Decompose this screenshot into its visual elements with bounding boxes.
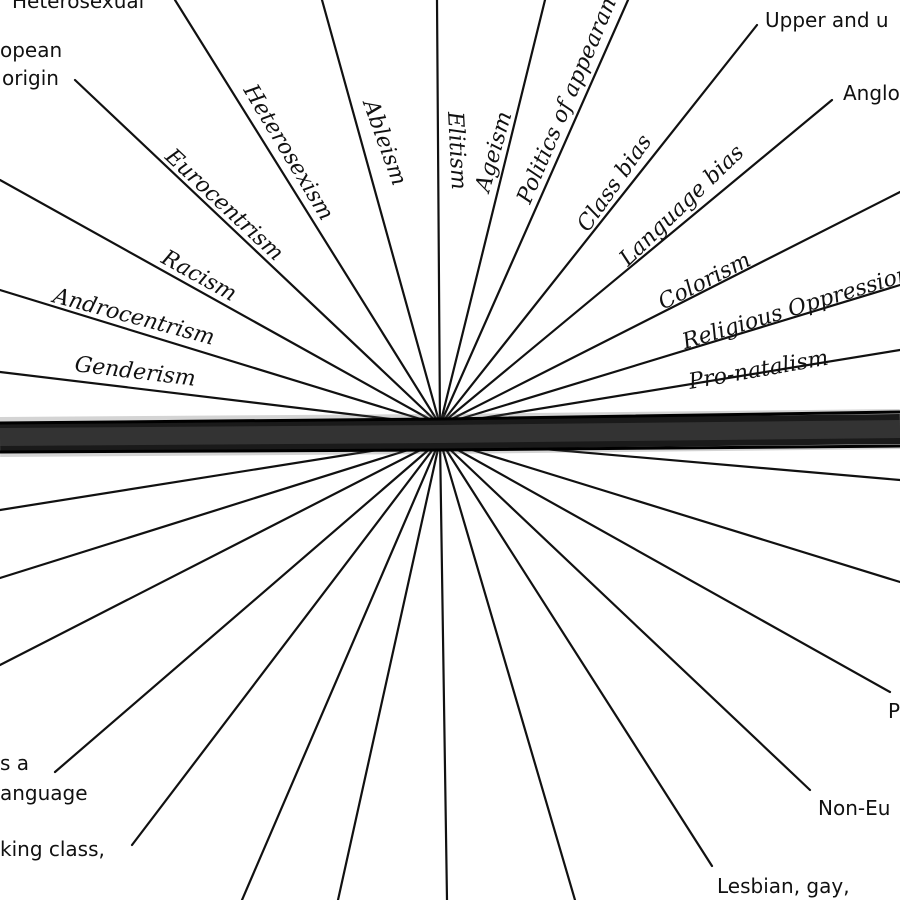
spoke [438,438,714,868]
spoke [438,438,900,584]
spoke [0,178,442,427]
spoke [438,438,812,792]
spoke [130,438,442,847]
spoke-label: Eurocentrism [159,143,288,266]
spoke [0,288,442,427]
end-label: P [888,699,900,723]
spoke [320,0,442,427]
spoke-label: Ableism [357,95,412,189]
spoke [435,0,442,427]
end-label: king class, [0,837,105,861]
spoke-label: Ageism [470,109,517,197]
end-label: Non-Eu [818,796,890,820]
spoke-label: Pro-natalism [686,346,831,395]
end-label: Anglo [843,81,900,105]
end-label: Heterosexual [12,0,144,13]
spoke [240,438,442,900]
spoke-label: Heterosexism [237,79,338,225]
spoke [0,438,442,667]
spoke-label: Class bias [572,130,657,236]
spoke [438,0,547,427]
spoke [73,78,442,427]
spoke [438,438,449,900]
end-label: opean [0,38,62,62]
spoke [438,438,892,694]
spoke [438,438,577,900]
spoke [438,190,900,427]
end-label: s a [0,751,29,775]
spoke [0,370,442,427]
spoke [438,348,900,427]
spoke-label: Racism [156,245,240,307]
end-label: Upper and u [765,8,889,32]
spoke [0,438,442,580]
spoke [336,438,442,900]
spoke-labels: Heterosexism Ableism Elitism Ageism Poli… [49,0,900,395]
end-label: anguage [0,781,88,805]
spoke [438,23,759,427]
end-label: Lesbian, gay, [717,874,850,898]
spoke-label: Elitism [442,110,471,190]
central-axis [0,409,900,457]
spoke [438,0,630,427]
spoke [173,0,442,427]
spoke-label: Colorism [654,248,755,316]
spoke [438,98,834,427]
spoke [53,438,442,774]
spoke [438,283,900,427]
spoke-label: Androcentrism [49,283,218,351]
end-label: origin [2,66,59,90]
spoke-label: Genderism [73,352,197,392]
